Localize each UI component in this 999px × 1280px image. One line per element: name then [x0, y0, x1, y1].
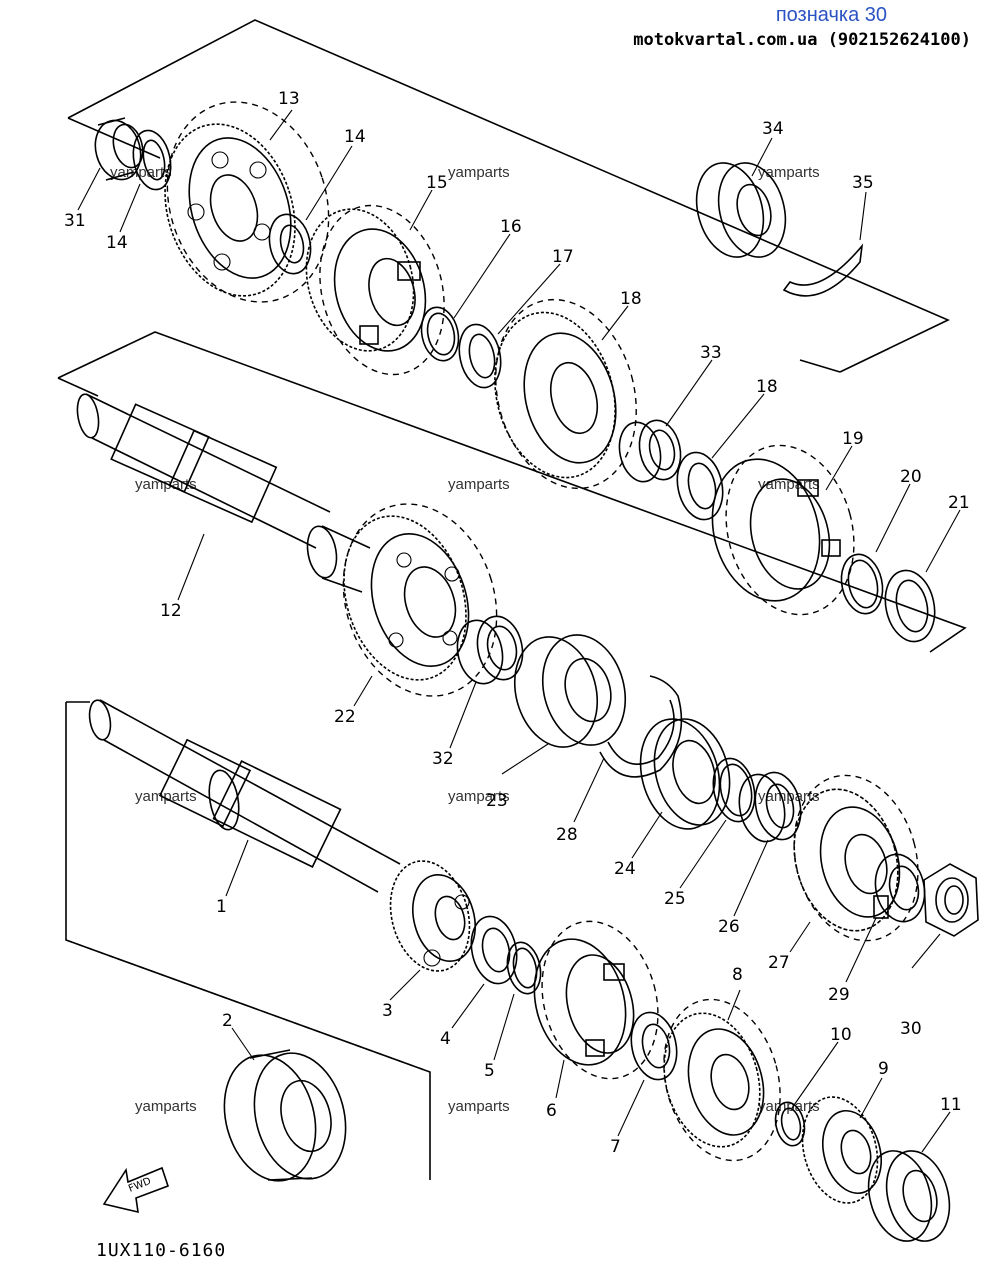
fwd-label: FWD [127, 1176, 153, 1195]
part-label-32: 31 [64, 211, 86, 231]
part-label-33: 32 [432, 749, 454, 769]
upper-panel-outline [67, 19, 950, 373]
part-label-22: 21 [948, 493, 970, 513]
middle-panel-outline [57, 331, 967, 653]
part-4-washer [470, 915, 518, 985]
part-label-35: 34 [762, 119, 784, 139]
watermark: yamparts [448, 476, 510, 493]
part-2-bearing [223, 1049, 347, 1182]
part-32-bushing [94, 117, 144, 181]
part-label-6: 6 [546, 1101, 557, 1121]
watermark: yamparts [448, 164, 510, 181]
part-label-3: 3 [382, 1001, 393, 1021]
part-9-gear [801, 1096, 882, 1204]
part-label-34: 33 [700, 343, 722, 363]
part-14-washer [268, 213, 312, 275]
part-label-36: 35 [852, 173, 874, 193]
part-18-gear [494, 298, 637, 490]
part-22-washer [884, 569, 936, 643]
part-11-bearing [867, 1150, 951, 1242]
part-label-11: 11 [940, 1095, 962, 1115]
page-title: позначка 30 [775, 4, 887, 26]
part-label-10: 10 [830, 1025, 852, 1045]
part-7-washer [630, 1011, 678, 1081]
part-24-bearing [513, 634, 627, 748]
part-34-bushing [618, 419, 682, 483]
part-13-gear [164, 101, 330, 303]
part-label-21: 20 [900, 467, 922, 487]
part-6-gear [533, 920, 659, 1080]
part-label-31: 30 [900, 1019, 922, 1039]
part-label-24: 23 [486, 791, 508, 811]
part-15-gear [305, 204, 445, 376]
part-label-2: 2 [222, 1011, 233, 1031]
part-label-18: 18 [620, 289, 642, 309]
part-35-bearing [695, 162, 787, 258]
part-31-nut [923, 863, 979, 937]
part-label-12: 12 [160, 601, 182, 621]
part-label-4: 4 [440, 1029, 451, 1049]
watermark: yamparts [135, 788, 197, 805]
part-label-5: 5 [484, 1061, 495, 1081]
part-10-circlip [774, 1101, 806, 1147]
part-33-bushing [456, 615, 524, 685]
leader-lines [77, 109, 961, 1153]
part-label-29: 28 [556, 825, 578, 845]
part-27-collar [738, 771, 802, 843]
part-label-1: 1 [216, 897, 227, 917]
part-14-washer [132, 129, 172, 191]
part-label-8: 8 [732, 965, 743, 985]
watermark: yamparts [448, 1098, 510, 1115]
drawing-code: 1UX110-6160 [96, 1240, 227, 1261]
part-label-23: 22 [334, 707, 356, 727]
site-subtitle: motokvartal.com.ua (902152624100) [633, 30, 971, 50]
part-21-circlip [840, 553, 884, 615]
part-label-17: 17 [552, 247, 574, 267]
part-label-27: 26 [718, 917, 740, 937]
watermark: yamparts [135, 1098, 197, 1115]
part-label-14: 14 [106, 233, 128, 253]
fwd-arrow-icon: FWD [102, 1166, 170, 1214]
part-28-sprocket [793, 774, 919, 942]
part-23-gear [342, 503, 498, 697]
part-1-main-axle [88, 699, 401, 893]
part-36-clip [782, 243, 864, 297]
part-26-o-ring [712, 757, 756, 823]
watermark: yamparts [448, 788, 510, 805]
part-label-20: 19 [842, 429, 864, 449]
part-3-gear [389, 860, 476, 972]
part-number-labels: 13 14 31 14 15 16 17 18 34 35 33 18 19 2… [64, 89, 970, 1157]
watermark: yamparts [758, 1098, 820, 1115]
part-8-gear [663, 998, 781, 1162]
part-label-19: 18 [756, 377, 778, 397]
part-label-14: 14 [344, 127, 366, 147]
part-label-25: 24 [614, 859, 636, 879]
part-label-28: 27 [768, 953, 790, 973]
part-25-oil-seal [639, 718, 731, 830]
watermark: yamparts [758, 164, 820, 181]
part-16-circlip [420, 306, 460, 362]
part-label-30: 29 [828, 985, 850, 1005]
part-17-washer [458, 323, 502, 389]
lower-panel-outline [65, 701, 431, 1180]
part-label-9: 9 [878, 1059, 889, 1079]
part-label-15: 15 [426, 173, 448, 193]
part-label-16: 16 [500, 217, 522, 237]
part-label-7: 7 [610, 1137, 621, 1157]
part-label-13: 13 [278, 89, 300, 109]
part-20-gear [711, 444, 855, 616]
part-label-26: 25 [664, 889, 686, 909]
part-12-drive-axle [76, 393, 371, 593]
part-29-circlip [599, 675, 683, 778]
watermark: yamparts [110, 164, 172, 181]
watermark: yamparts [135, 476, 197, 493]
